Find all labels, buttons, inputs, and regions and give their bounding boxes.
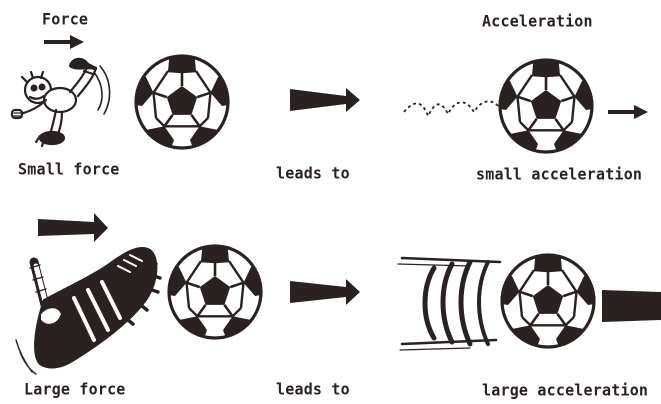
leads-to-label-top: leads to xyxy=(276,163,350,182)
soccer-ball-icon xyxy=(494,249,602,355)
leads-to-label-bottom: leads to xyxy=(276,379,350,398)
motion-lines-icon xyxy=(398,258,500,350)
soccer-ball-icon xyxy=(128,50,236,156)
leads-to-arrow-icon xyxy=(290,279,360,305)
force-arrow-icon xyxy=(38,213,108,242)
large-force-label: Large force xyxy=(24,379,126,398)
boot-icon xyxy=(16,248,160,374)
bounce-trail-icon xyxy=(404,101,500,116)
force-arrow-icon xyxy=(602,290,661,322)
soccer-ball-icon xyxy=(492,54,600,160)
soccer-ball-icon xyxy=(161,240,269,346)
acceleration-label: Acceleration xyxy=(482,11,593,30)
force-arrow-icon xyxy=(44,35,84,49)
cartoon-kicker-icon xyxy=(12,59,110,146)
small-acceleration-label: small acceleration xyxy=(476,164,642,183)
leads-to-arrow-icon xyxy=(290,88,360,112)
large-acceleration-label: large acceleration xyxy=(482,380,648,399)
force-label: Force xyxy=(42,9,88,28)
force-arrow-icon xyxy=(608,105,648,119)
small-force-label: Small force xyxy=(18,159,120,178)
